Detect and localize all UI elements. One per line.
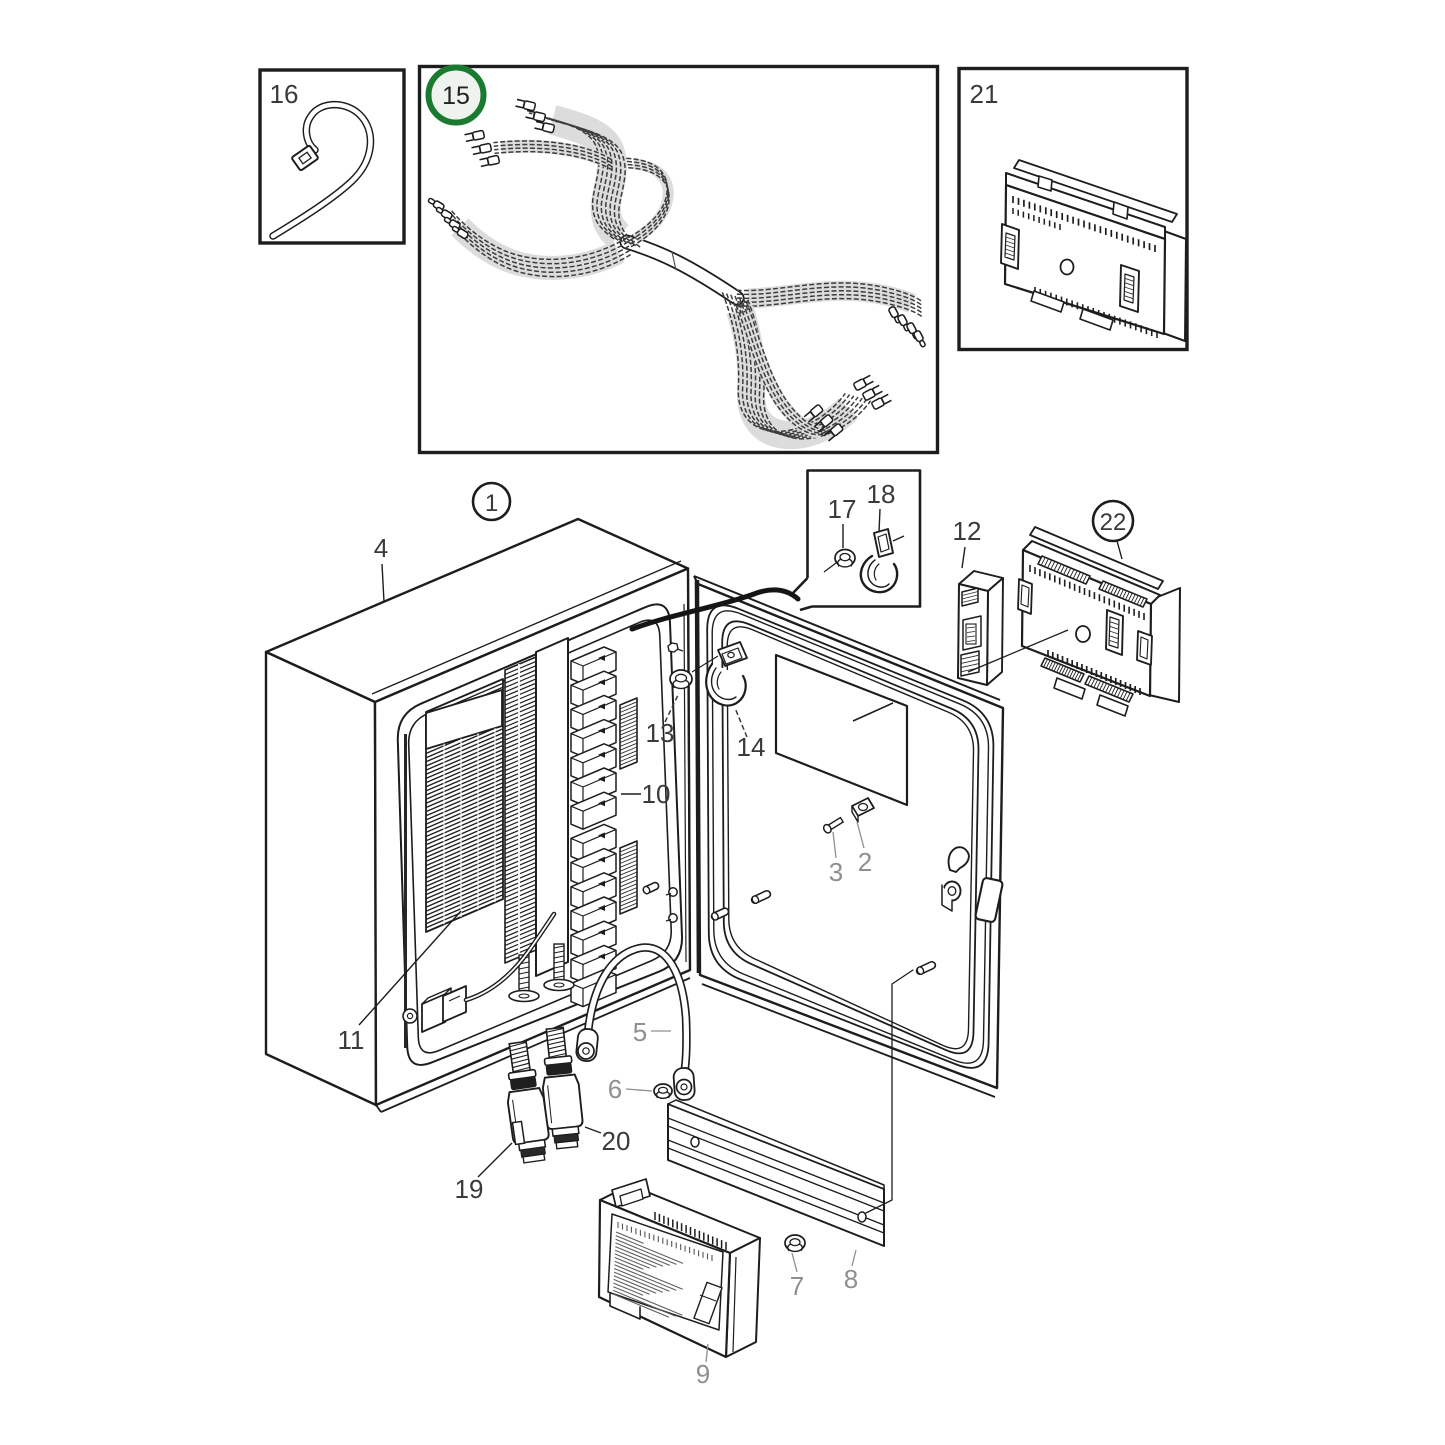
- svg-text:14: 14: [737, 732, 766, 762]
- svg-text:17: 17: [828, 494, 857, 524]
- svg-text:9: 9: [696, 1359, 710, 1389]
- svg-text:13: 13: [646, 718, 675, 748]
- svg-text:3: 3: [829, 857, 843, 887]
- svg-text:19: 19: [455, 1174, 484, 1204]
- svg-text:4: 4: [374, 533, 388, 563]
- svg-text:15: 15: [442, 82, 470, 110]
- svg-text:12: 12: [953, 516, 982, 546]
- svg-text:18: 18: [867, 479, 896, 509]
- svg-text:21: 21: [970, 79, 999, 109]
- svg-text:1: 1: [485, 490, 498, 517]
- svg-text:6: 6: [608, 1074, 622, 1104]
- svg-text:22: 22: [1100, 509, 1127, 536]
- svg-text:8: 8: [844, 1264, 858, 1294]
- svg-text:7: 7: [790, 1271, 804, 1301]
- svg-text:16: 16: [270, 79, 299, 109]
- svg-text:20: 20: [602, 1126, 631, 1156]
- svg-text:10: 10: [642, 779, 671, 809]
- svg-text:5: 5: [633, 1017, 647, 1047]
- svg-text:2: 2: [858, 847, 872, 877]
- svg-text:11: 11: [338, 1025, 365, 1055]
